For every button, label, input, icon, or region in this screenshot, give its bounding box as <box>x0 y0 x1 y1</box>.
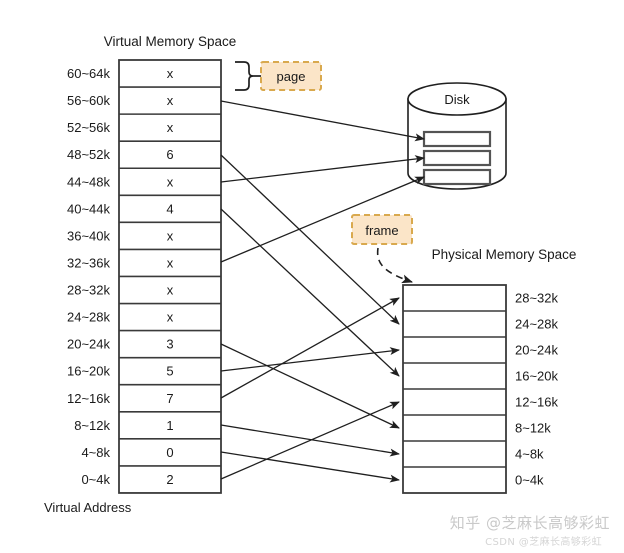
arrow-56-60k-to-disk-slot-1 <box>220 100 425 142</box>
disk-top-ellipse <box>407 82 507 116</box>
virtual-address-caption: Virtual Address <box>44 500 132 515</box>
virtual-row-address: 36~40k <box>67 228 111 243</box>
physical-row: 12~16k <box>515 395 559 410</box>
physical-row-address: 28~32k <box>515 291 559 306</box>
virtual-row-address: 20~24k <box>67 337 111 352</box>
virtual-row-address: 12~16k <box>67 391 111 406</box>
physical-row: 4~8k <box>515 447 544 462</box>
disk-slot-group <box>422 130 492 186</box>
virtual-row-address: 4~8k <box>81 445 110 460</box>
virtual-row-address: 0~4k <box>81 472 110 487</box>
frame-note-box <box>351 214 413 245</box>
disk-label: Disk <box>444 92 470 107</box>
frame-note: frame <box>351 214 413 245</box>
arrow-20-24k-to-12-16k <box>220 343 400 429</box>
physical-row-address: 8~12k <box>515 421 551 436</box>
page-brace <box>235 61 261 91</box>
arrow-16-20k-to-20-24k <box>220 347 400 372</box>
arrow-4-8k-to-0-4k <box>220 451 400 483</box>
page-note: page <box>260 61 322 91</box>
frame-connector <box>376 247 413 284</box>
physical-row-address: 0~4k <box>515 473 544 488</box>
virtual-memory-heading: Virtual Memory Space <box>104 34 237 49</box>
physical-row: 0~4k <box>515 473 544 488</box>
arrow-40-44k-to-16-20k <box>220 208 400 377</box>
arrow-0-4k-to-8-12k <box>220 401 400 480</box>
watermark-zhihu: 知乎 @芝麻长高够彩虹 <box>449 514 610 532</box>
virtual-row-address: 28~32k <box>67 283 111 298</box>
physical-row-address: 16~20k <box>515 369 559 384</box>
disk-slot <box>422 149 492 167</box>
physical-row-address: 4~8k <box>515 447 544 462</box>
disk-slot <box>422 168 492 186</box>
physical-row: 8~12k <box>515 421 551 436</box>
virtual-row-address: 32~36k <box>67 255 111 270</box>
virtual-row-address: 52~56k <box>67 120 111 135</box>
physical-row-address: 24~28k <box>515 317 559 332</box>
physical-row: 20~24k <box>515 343 559 358</box>
physical-row: 24~28k <box>515 317 559 332</box>
virtual-row-address: 24~28k <box>67 310 111 325</box>
virtual-row-address: 16~20k <box>67 364 111 379</box>
physical-memory-table: 28~32k 24~28k 20~24k 16~20k 12~16k 8~12k 4~8k 0… <box>402 284 559 494</box>
virtual-row-address: 44~48k <box>67 174 111 189</box>
virtual-memory-table: x60~64kx56~60kx52~56k648~52kx44~48k440~4… <box>67 59 222 494</box>
disk-slot <box>422 130 492 148</box>
physical-memory-heading: Physical Memory Space <box>432 247 577 262</box>
disk-graphic: Disk <box>407 82 507 190</box>
physical-row: 28~32k <box>515 291 559 306</box>
virtual-row-address: 8~12k <box>74 418 110 433</box>
virtual-row-address: 40~44k <box>67 201 111 216</box>
virtual-row-address: 56~60k <box>67 93 111 108</box>
arrow-44-48k-to-disk-slot-2 <box>220 155 425 183</box>
physical-row-address: 12~16k <box>515 395 559 410</box>
disk-mapping-arrows <box>220 100 425 263</box>
memory-mapping-arrows <box>220 154 400 483</box>
arrow-48-52k-to-24-28k <box>220 154 400 325</box>
virtual-row-address: 60~64k <box>67 66 111 81</box>
page-note-box <box>260 61 322 91</box>
arrow-32-36k-to-disk-slot-3 <box>220 176 425 263</box>
physical-row: 16~20k <box>515 369 559 384</box>
arrow-8-12k-to-4-8k <box>220 424 400 457</box>
physical-row-address: 20~24k <box>515 343 559 358</box>
watermark-csdn: CSDN @芝麻长高够彩虹 <box>485 537 602 548</box>
virtual-row-address: 48~52k <box>67 147 111 162</box>
frame-dashed-arrow <box>376 247 413 284</box>
arrow-12-16k-to-28-32k <box>220 297 400 399</box>
